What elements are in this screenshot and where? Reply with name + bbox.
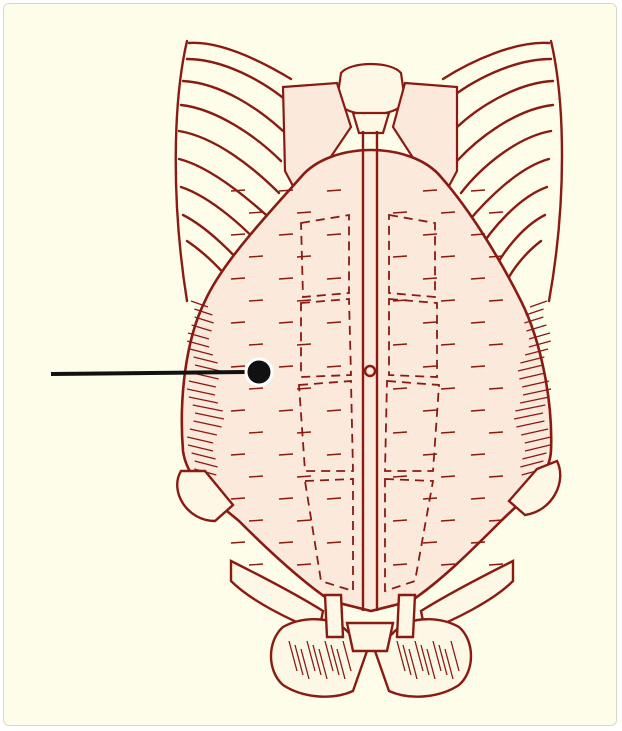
fibre-mark [441,344,455,345]
fibre-mark [231,542,245,543]
fibre-mark [297,300,311,301]
fibre-mark [423,366,437,367]
fibre-mark [249,256,263,257]
fibre-mark [249,564,263,565]
fibre-mark [393,432,407,433]
fibre-mark [489,476,503,477]
fibre-mark [279,234,293,235]
fibre-mark [297,344,311,345]
fibre-mark [471,322,485,323]
fibre-mark [441,564,455,565]
fibre-mark [489,388,503,389]
fibre-mark [393,300,407,301]
fibre-mark [297,432,311,433]
fibre-mark [393,344,407,345]
fibre-mark [393,564,407,565]
fibre-mark [441,476,455,477]
fibre-mark [441,520,455,521]
fibre-mark [471,278,485,279]
fibre-mark [441,388,455,389]
fibre-mark [279,454,293,455]
fibre-mark [327,454,341,455]
fibre-mark [279,498,293,499]
fibre-mark [393,520,407,521]
fibre-mark [327,410,341,411]
leader-line [51,372,245,374]
fibre-mark [423,498,437,499]
fibre-mark [489,520,503,521]
fibre-mark [423,542,437,543]
fibre-mark [423,410,437,411]
fibre-mark [249,300,263,301]
fibre-mark [471,454,485,455]
fibre-mark [489,344,503,345]
fibre-mark [297,388,311,389]
fibre-mark [249,520,263,521]
fibre-mark [471,410,485,411]
fibre-mark [471,366,485,367]
fibre-mark [231,190,245,191]
anatomy-illustration [4,4,617,726]
fibre-mark [441,256,455,257]
fibre-mark [249,212,263,213]
fibre-mark [441,432,455,433]
fibre-mark [393,212,407,213]
fibre-mark [249,388,263,389]
diagram-frame [3,3,617,726]
fibre-mark [441,300,455,301]
fibre-mark [279,278,293,279]
fibre-mark [297,476,311,477]
fibre-mark [249,344,263,345]
fibre-mark [471,542,485,543]
fibre-mark [327,366,341,367]
fibre-mark [297,256,311,257]
fibre-mark [231,454,245,455]
fibre-mark [297,520,311,521]
fibre-mark [471,234,485,235]
fibre-mark [489,564,503,565]
fibre-mark [249,432,263,433]
fibre-mark [489,432,503,433]
fibre-mark [297,212,311,213]
fibre-mark [423,322,437,323]
fibre-mark [489,256,503,257]
fibre-mark [393,476,407,477]
fibre-mark [279,542,293,543]
fibre-mark [327,542,341,543]
fibre-mark [327,278,341,279]
fibre-mark [423,234,437,235]
pointer-marker [246,359,272,385]
fibre-mark [441,212,455,213]
fibre-mark [393,388,407,389]
fibre-mark [231,234,245,235]
fibre-mark [489,212,503,213]
fibre-mark [231,498,245,499]
fibre-mark [489,300,503,301]
fibre-mark [327,322,341,323]
fibre-mark [297,564,311,565]
fibre-mark [279,366,293,367]
fibre-mark [471,190,485,191]
fibre-mark [423,454,437,455]
fibre-mark [423,278,437,279]
fibre-mark [393,256,407,257]
fibre-mark [249,476,263,477]
fibre-mark [231,278,245,279]
fibre-mark [231,366,245,367]
fibre-mark [423,190,437,191]
fibre-mark [279,410,293,411]
fibre-mark [327,498,341,499]
fibre-mark [327,190,341,191]
fibre-mark [231,410,245,411]
fibre-mark [327,234,341,235]
fibre-mark [231,322,245,323]
fibre-mark [279,322,293,323]
fibre-mark [279,190,293,191]
fibre-mark [471,498,485,499]
